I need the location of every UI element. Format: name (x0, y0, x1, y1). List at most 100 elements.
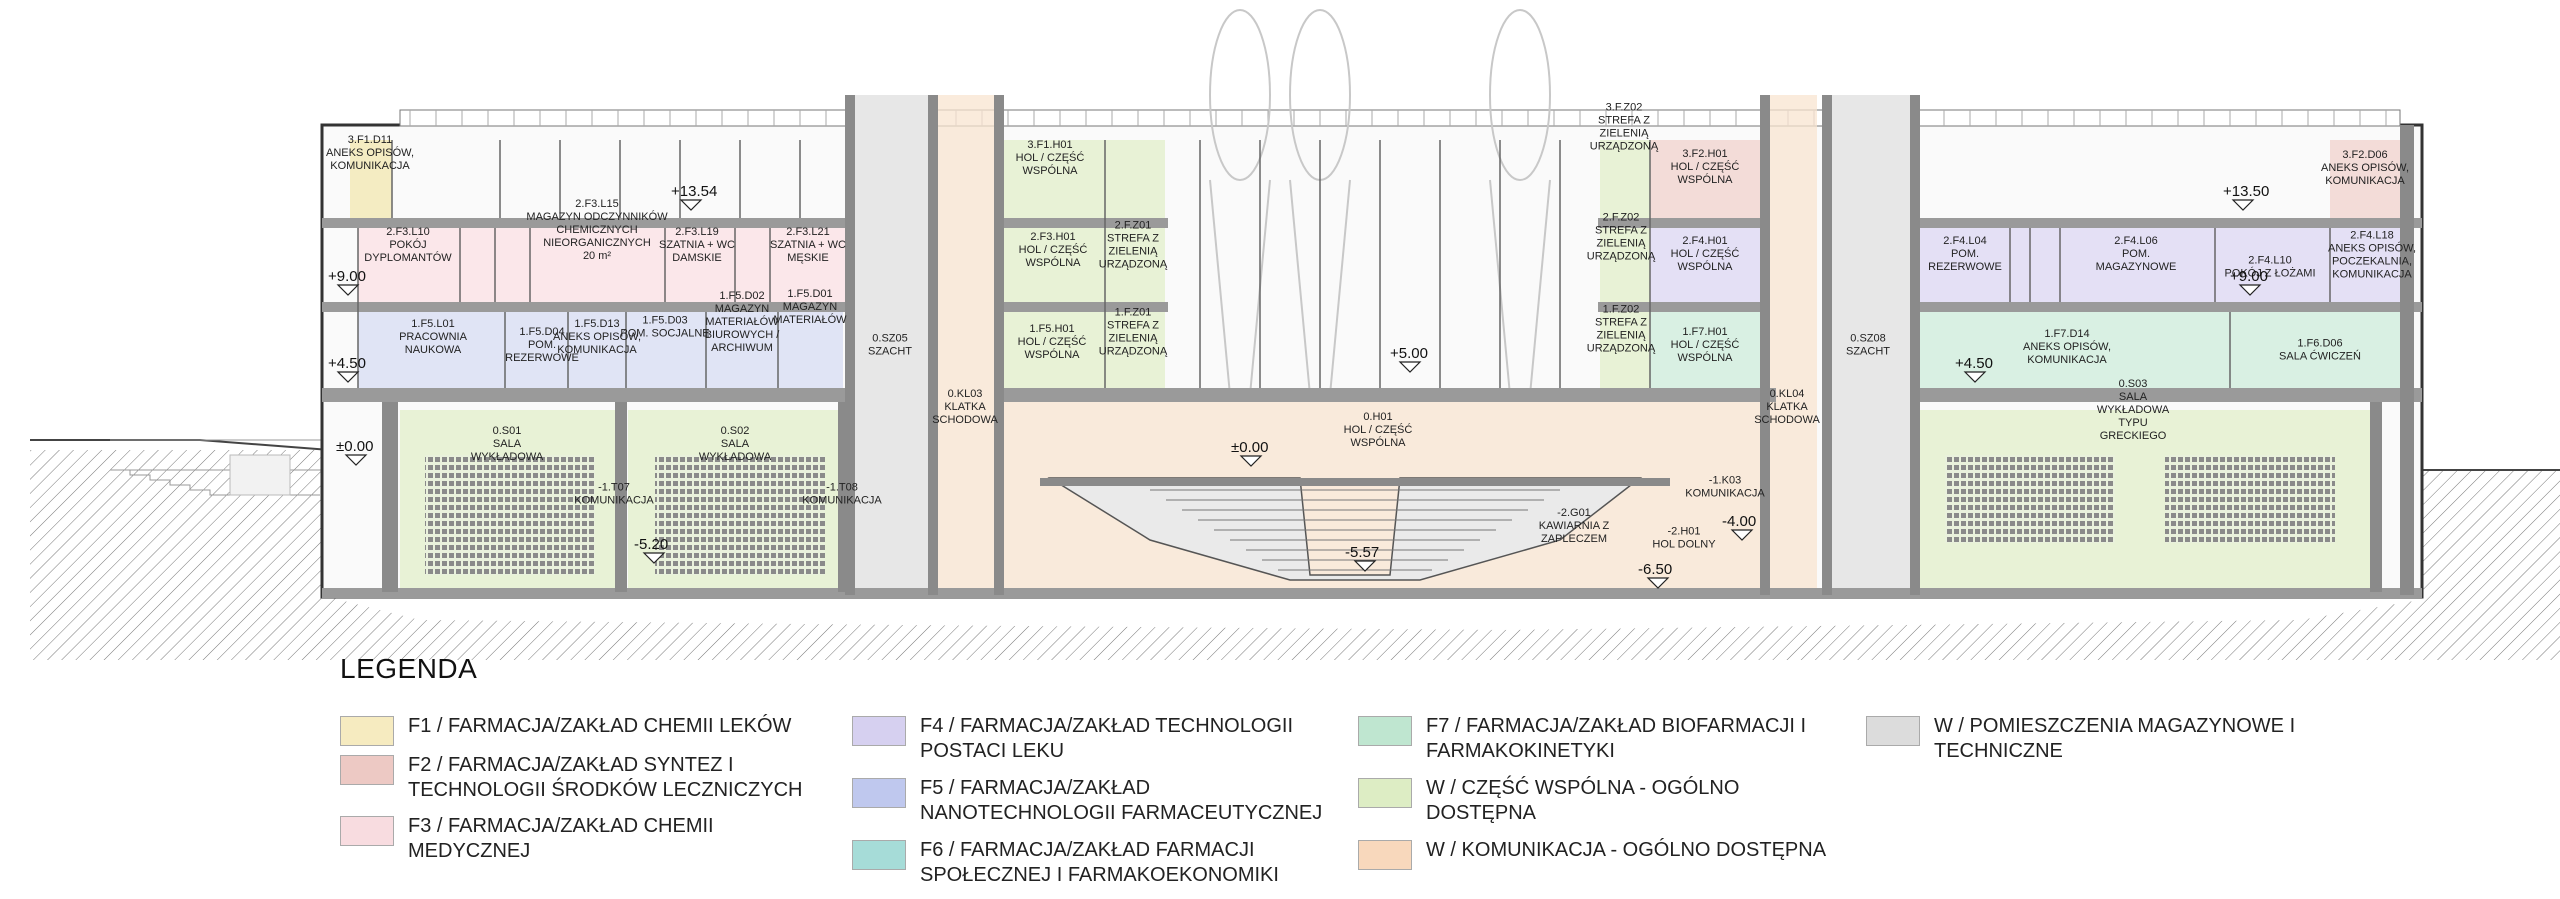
legend-swatch (1358, 716, 1412, 746)
legend-swatch (340, 755, 394, 785)
legend-swatch (852, 778, 906, 808)
legend-label-line: F6 / FARMACJA/ZAKŁAD FARMACJI (920, 839, 1255, 861)
legend-swatch (1358, 840, 1412, 870)
partitions (357, 140, 2331, 388)
room-label-line: WSPÓLNA (1025, 256, 1081, 269)
room-label-line: HOL / CZĘŚĆ (1016, 151, 1085, 164)
legend-label-line: TECHNOLOGII ŚRODKÓW LECZNICZYCH (408, 779, 803, 801)
room-label-line: 1.F6.D06 (2297, 338, 2342, 350)
floor-slabs (322, 218, 2422, 598)
level-marker: -4.00 (1722, 513, 1756, 541)
room-label-line: GRECKIEGO (2100, 430, 2167, 442)
legend-label-line: TECHNICZNE (1934, 740, 2063, 762)
legend-item-f2: F2 / FARMACJA/ZAKŁAD SYNTEZ I TECHNOLOGII… (340, 753, 802, 803)
legend-label-line: F2 / FARMACJA/ZAKŁAD SYNTEZ I (408, 754, 734, 776)
room-label-line: WSPÓLNA (1677, 351, 1733, 364)
room-label-line: 20 m² (583, 250, 611, 262)
legend-label-line: F5 / FARMACJA/ZAKŁAD (920, 777, 1151, 799)
room-label-line: -1.K03 (1709, 475, 1741, 487)
legend-label-line: F3 / FARMACJA/ZAKŁAD CHEMII (408, 815, 714, 837)
level-value: +9.00 (328, 268, 366, 285)
legend-item-w-komunikacja: W / KOMUNIKACJA - OGÓLNO DOSTĘPNA (1358, 838, 1826, 870)
room-label-line: ZAPLECZEM (1541, 533, 1607, 545)
level-marker: +4.50 (1955, 355, 1993, 383)
room-label-line: PRACOWNIA (399, 331, 468, 343)
room-label-line: URZĄDZONĄ (1099, 259, 1168, 271)
room-label-line: 2.F4.L04 (1943, 235, 1986, 247)
room-label-line: ANEKS OPISÓW, (326, 146, 414, 159)
room-label-line: 2.F4.L10 (2248, 255, 2291, 267)
room-label-line: SZATNIA + WC (659, 239, 735, 251)
room-label-line: TYPU (2118, 417, 2147, 429)
room-label-line: WYKŁADOWA (699, 451, 772, 463)
level-value: -4.00 (1722, 513, 1756, 530)
roof-parapet (399, 109, 2401, 127)
room-label-line: 0.SZ05 (872, 333, 907, 345)
room-label-line: ARCHIWUM (711, 342, 773, 354)
level-value: -5.20 (634, 536, 668, 553)
room-label-line: 1.F.Z02 (1603, 304, 1640, 316)
level-triangle-icon (1963, 371, 1987, 383)
level-triangle-icon (1730, 529, 1754, 541)
room-label-line: STREFA Z (1107, 320, 1159, 332)
room-label-line: KLATKA (1766, 401, 1808, 413)
room-label-line: SCHODOWA (932, 414, 998, 426)
room-label-line: ZIELENIĄ (1597, 330, 1647, 342)
level-triangle-icon (336, 284, 360, 296)
room-label-line: NAUKOWA (405, 344, 462, 356)
room-label-line: 2.F3.H01 (1030, 231, 1075, 243)
room-label-line: HOL / CZĘŚĆ (1019, 243, 1088, 256)
room-label-line: ZIELENIĄ (1109, 246, 1159, 258)
room-label-line: 2.F.Z02 (1603, 212, 1640, 224)
room-label-line: 0.SZ08 (1850, 333, 1885, 345)
legend-label-line: W / KOMUNIKACJA - OGÓLNO DOSTĘPNA (1426, 839, 1827, 861)
room-label-line: 0.S03 (2119, 378, 2148, 390)
legend-swatch (340, 816, 394, 846)
room-label-line: POM. (2122, 248, 2150, 260)
room-label-line: 1.F5.D01 (787, 288, 832, 300)
level-value: ±0.00 (336, 438, 373, 455)
room-label-line: SZACHT (868, 346, 912, 358)
room-label-line: 3.F.Z02 (1606, 102, 1643, 114)
room-label-line: MĘSKIE (787, 252, 829, 264)
room-label-line: POKÓJ (389, 238, 426, 251)
level-marker: +9.00 (328, 268, 366, 296)
room-label-line: 3.F2.H01 (1682, 148, 1727, 160)
legend-title: LEGENDA (340, 653, 478, 684)
room-label-line: ANEKS OPISÓW, (2023, 340, 2111, 353)
room-label-line: 1.F5.D03 (642, 315, 687, 327)
room-label-line: KOMUNIKACJA (1685, 488, 1765, 500)
room-label-line: MAGAZYN ODCZYNNIKÓW (526, 210, 668, 223)
level-marker: +9.00 (2230, 268, 2268, 296)
room-label-line: WSPÓLNA (1350, 436, 1406, 449)
room-label-line: WSPÓLNA (1677, 260, 1733, 273)
room-label-line: 3.F1.D11 (348, 134, 392, 146)
room-label-line: MATERIAŁÓW (705, 315, 779, 328)
room-label-line: -2.H01 (1667, 526, 1700, 538)
level-triangle-icon (336, 371, 360, 383)
room-label-line: REZERWOWE (1928, 261, 2002, 273)
room-label-line: URZĄDZONĄ (1590, 141, 1659, 153)
room-label-line: WSPÓLNA (1024, 348, 1080, 361)
room-label-line: MATERIAŁÓW (773, 313, 847, 326)
level-value: +4.50 (1955, 355, 1993, 372)
level-triangle-icon (344, 454, 368, 466)
legend-label: W / KOMUNIKACJA - OGÓLNO DOSTĘPNA (1426, 838, 1826, 863)
room-label-line: MAGAZYNOWE (2096, 261, 2177, 273)
room-label-line: ZIELENIĄ (1600, 128, 1650, 140)
room-label-line: 0.H01 (1363, 411, 1392, 423)
